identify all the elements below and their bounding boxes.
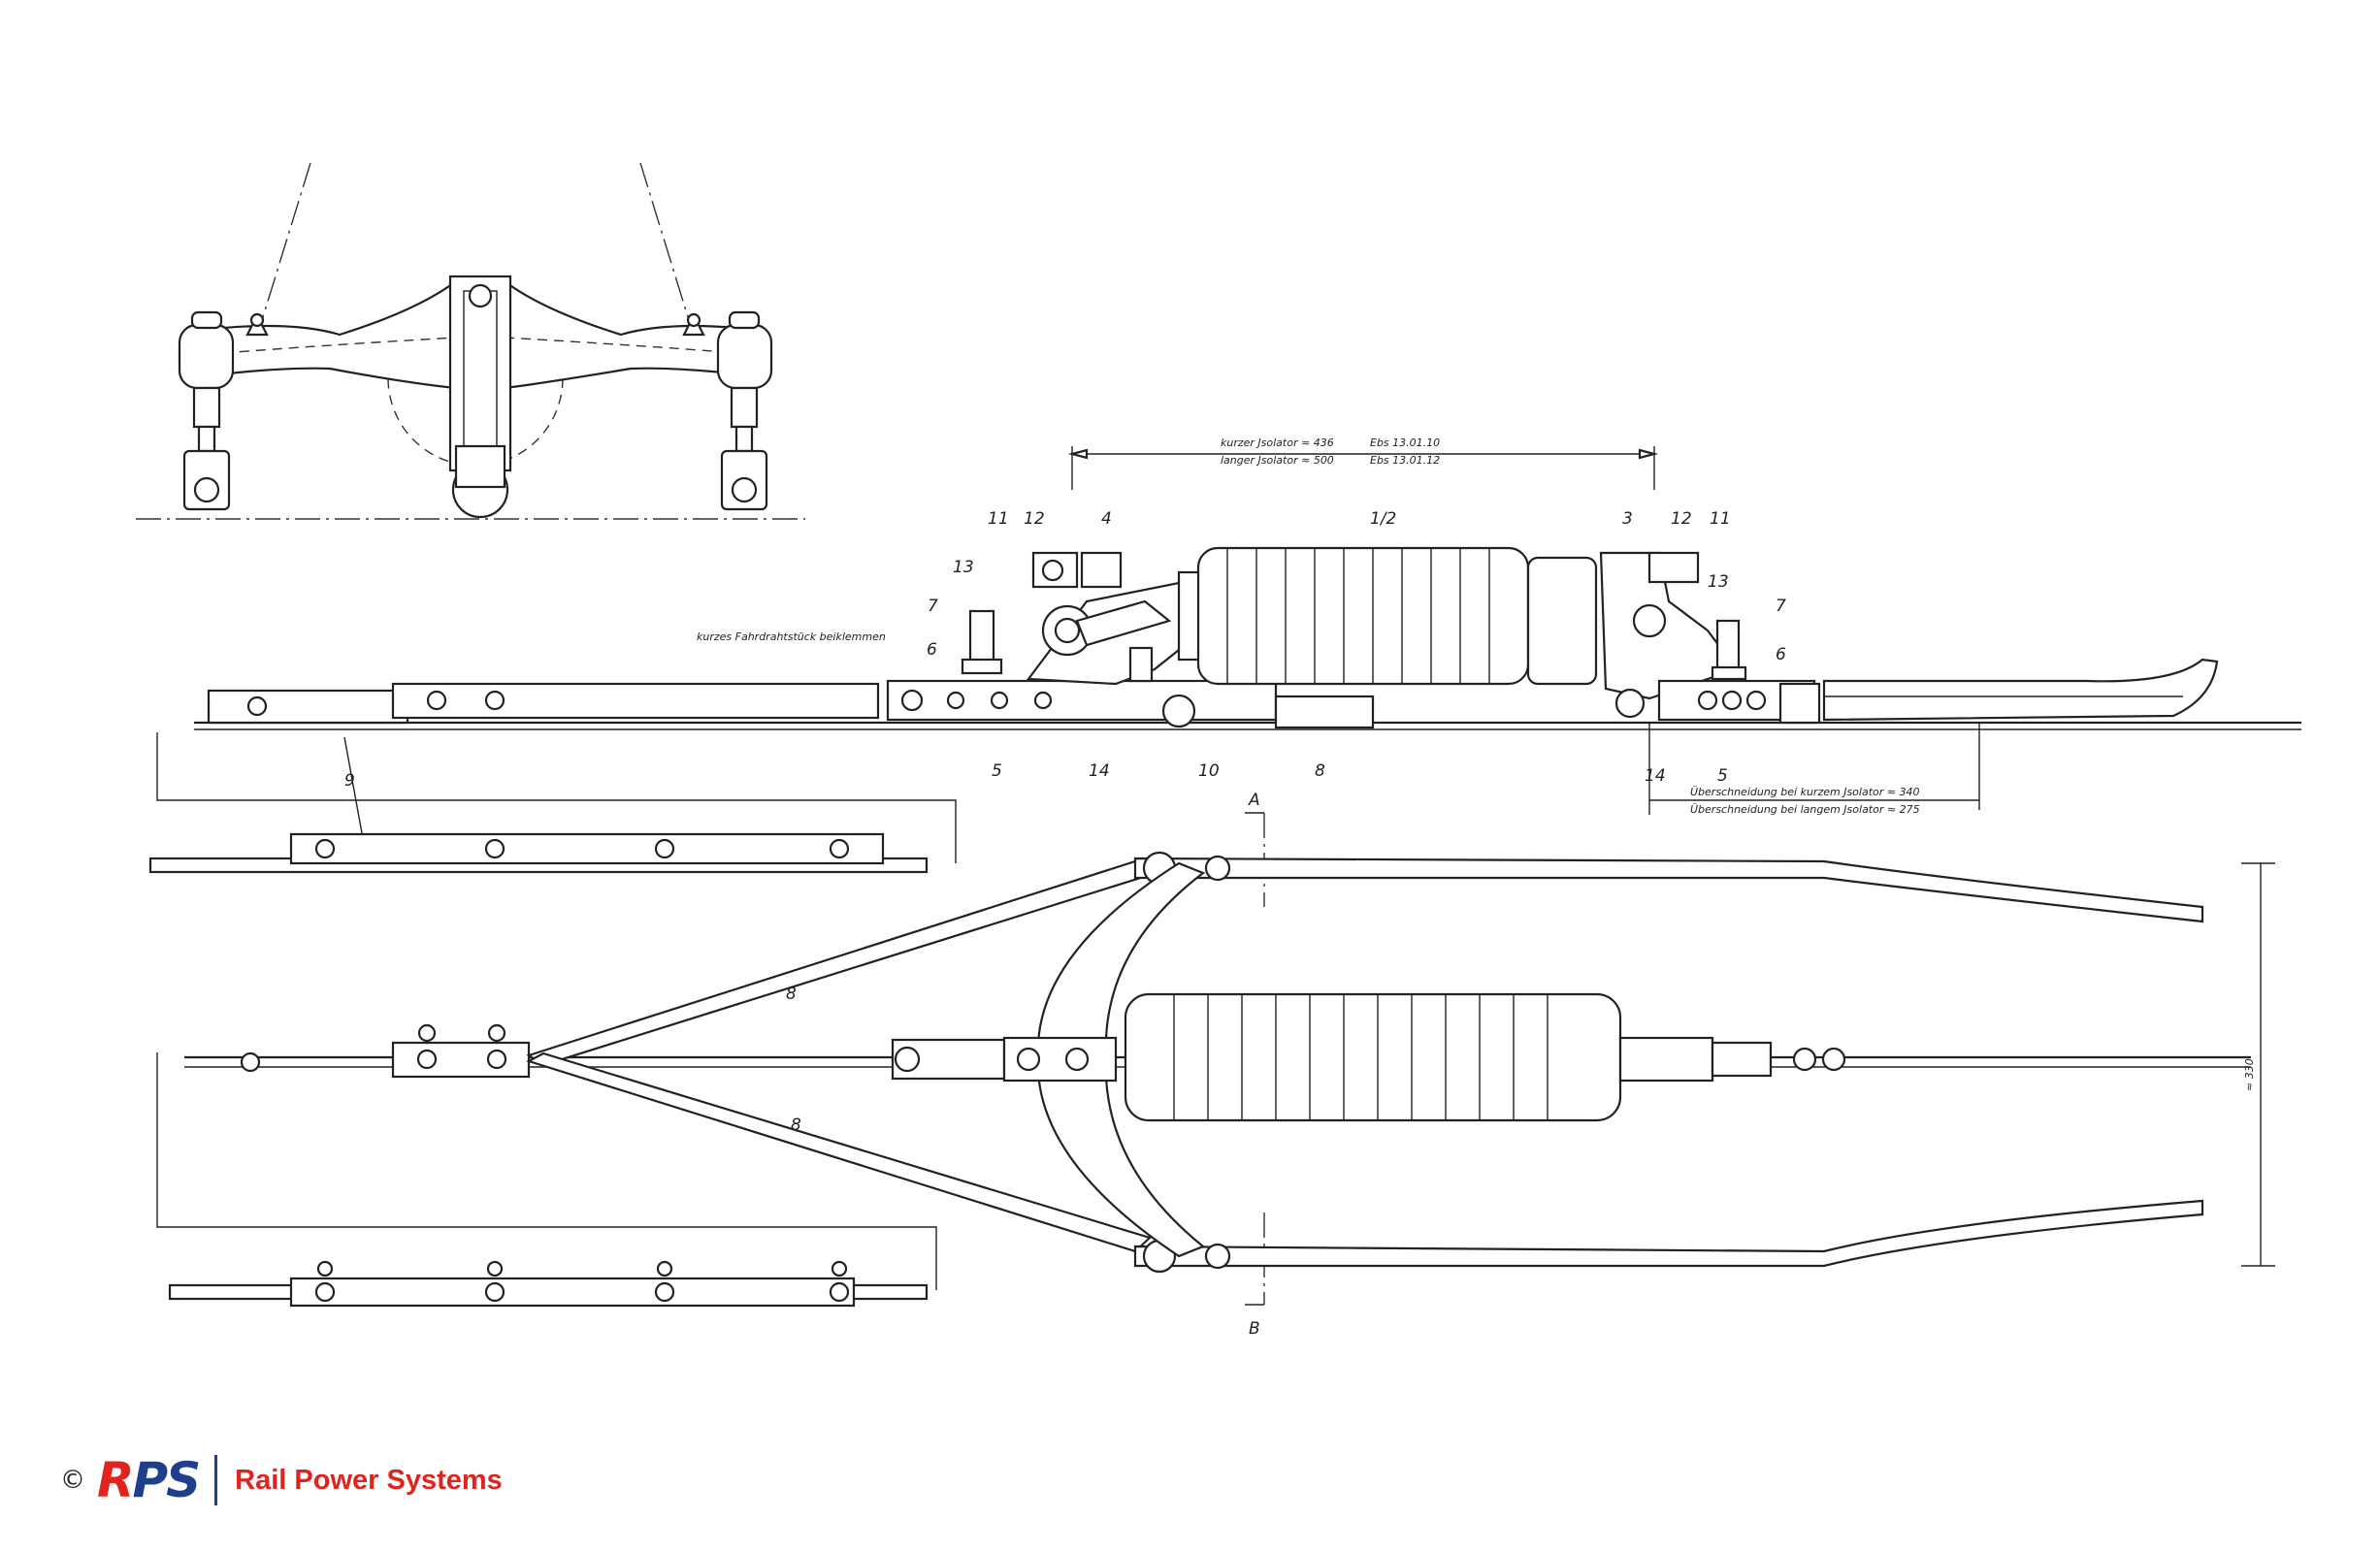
part-label-9: 9	[344, 771, 355, 791]
company-name: Rail Power Systems	[235, 1464, 503, 1496]
end-view	[136, 162, 805, 520]
part-label-13: 13	[953, 558, 974, 577]
width-dim: ≈ 330	[2243, 1058, 2256, 1091]
part-label-12-right: 12	[1671, 509, 1692, 529]
part-label-11-right: 11	[1710, 509, 1731, 529]
part-label-7-right: 7	[1776, 597, 1786, 616]
part-label-5: 5	[992, 761, 1002, 781]
insulator-sheds	[1226, 548, 1490, 684]
part-label-3: 3	[1622, 509, 1633, 529]
part-label-8-side: 8	[1315, 761, 1325, 781]
copyright-symbol: ©	[60, 1466, 85, 1495]
part-label-12: 12	[1024, 509, 1045, 529]
part-label-6: 6	[927, 640, 937, 660]
insulator-long-ref: Ebs 13.01.12	[1370, 454, 1440, 467]
insulator-long-dim: langer Jsolator ≈ 500	[1221, 454, 1334, 467]
insulator-plan-sheds	[1173, 994, 1549, 1120]
section-marker-a: A	[1248, 791, 1260, 810]
insulator-short-ref: Ebs 13.01.10	[1370, 436, 1440, 449]
rps-logo-mark: RPS	[97, 1456, 201, 1504]
part-label-1-2: 1/2	[1370, 509, 1396, 529]
plan-view: A B ≈ 330	[156, 791, 2275, 1339]
part-label-6-right: 6	[1776, 645, 1786, 664]
footer: © RPS Rail Power Systems	[60, 1451, 503, 1509]
rps-logo: RPS Rail Power Systems	[97, 1455, 503, 1505]
part-label-11: 11	[988, 509, 1009, 529]
part-label-13-right: 13	[1708, 572, 1729, 592]
overlap-short-dim: Überschneidung bei kurzem Jsolator ≈ 340	[1690, 786, 1919, 798]
side-view: kurzer Jsolator ≈ 436 Ebs 13.01.10 lange…	[148, 436, 2301, 874]
overlap-long-dim: Überschneidung bei langem Jsolator ≈ 275	[1690, 803, 1920, 816]
section-marker-b: B	[1249, 1319, 1260, 1339]
part-label-7: 7	[928, 597, 938, 616]
part-label-10: 10	[1198, 761, 1220, 781]
rps-logo-mark-r: R	[97, 1452, 134, 1508]
rps-logo-mark-ps: PS	[132, 1452, 202, 1508]
part-label-4: 4	[1101, 509, 1112, 529]
clamp-note: kurzes Fahrdrahtstück beiklemmen	[697, 630, 886, 643]
logo-divider	[214, 1455, 218, 1505]
part-label-14-right: 14	[1645, 766, 1666, 786]
part-label-5-right: 5	[1717, 766, 1728, 786]
insulator-short-dim: kurzer Jsolator ≈ 436	[1221, 436, 1334, 449]
part-label-8-upper: 8	[786, 985, 797, 1004]
part-label-14: 14	[1089, 761, 1110, 781]
part-label-8-lower: 8	[791, 1116, 801, 1135]
